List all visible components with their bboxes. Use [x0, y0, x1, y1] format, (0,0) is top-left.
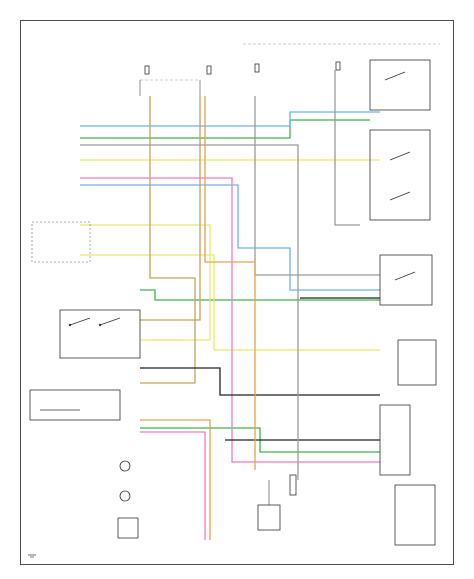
- diagram-frame: [20, 20, 454, 565]
- wire-black: [140, 367, 380, 396]
- wire-yellow: [80, 224, 211, 341]
- wire-blue: [80, 184, 380, 291]
- wire-green: [140, 289, 380, 301]
- top-bus: [139, 43, 440, 96]
- wire-orange: [204, 96, 256, 470]
- fuse-symbols: [144, 61, 341, 75]
- wire-tan: [140, 96, 196, 384]
- wire-yellow: [80, 254, 380, 351]
- bottom-center-component: [257, 474, 297, 531]
- wire-tan: [140, 96, 201, 321]
- wire-gray: [334, 70, 360, 226]
- ground-icon: [28, 554, 36, 558]
- wire-pink: [140, 431, 206, 540]
- relay-stack-right: [369, 59, 437, 546]
- switch-block-left: [29, 221, 141, 539]
- wire-green: [80, 119, 370, 139]
- wire-pink: [80, 177, 380, 463]
- wire-orange: [140, 419, 211, 540]
- wire-gray: [80, 144, 299, 480]
